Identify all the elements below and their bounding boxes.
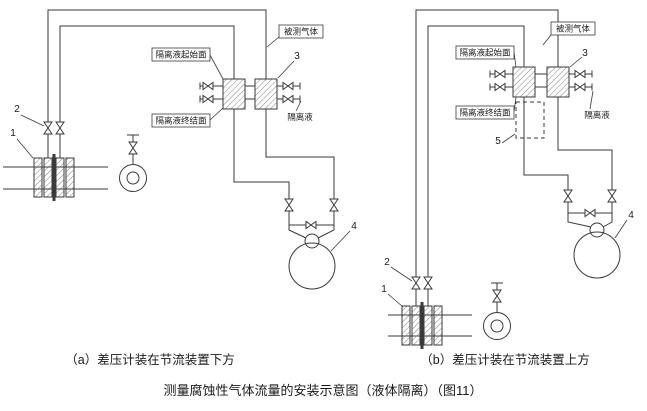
isolation-pot-b-left — [512, 66, 536, 98]
label-box — [151, 47, 211, 62]
part-number-2-b: 2 — [384, 257, 390, 268]
leader-line — [542, 34, 552, 46]
orifice-flange-assembly-a — [33, 154, 75, 201]
leader-line — [390, 266, 413, 282]
dp-gauge-b — [573, 222, 621, 279]
pot-valve-icons-a — [202, 81, 294, 104]
pipe-end-view-b — [483, 282, 511, 340]
root-valve-icon-a-right — [55, 121, 65, 135]
label-isolation-start-a: 隔离液起始面 — [155, 50, 207, 60]
part-number-1-b: 1 — [381, 284, 387, 295]
part-number-4-b: 4 — [628, 210, 634, 221]
leader-line — [614, 219, 628, 239]
label-box — [278, 24, 324, 39]
annotations-b: 隔离液起始面 隔离液终结面 被测气体 隔离液 1 2 3 4 5 — [381, 21, 634, 308]
label-measured-gas-a: 被测气体 — [284, 27, 319, 37]
caption-main: 测量腐蚀性气体流量的安装示意图（液体隔离）（图11） — [164, 383, 483, 398]
equalizing-valve-icon-b — [584, 208, 596, 218]
part-number-4-a: 4 — [351, 221, 357, 232]
label-box — [455, 105, 515, 120]
leader-line — [209, 54, 224, 80]
root-valve-icon-b-right — [423, 276, 433, 290]
leader-line — [209, 107, 224, 121]
part-number-5-b: 5 — [495, 136, 501, 147]
isolation-pot-a-left — [222, 78, 246, 110]
caption-diagram-a: （a）差压计装在节流装置下方 — [65, 352, 234, 367]
gauge-block-valve-icon-a-left — [284, 198, 294, 212]
leader-line — [16, 138, 34, 159]
orifice-plate-a — [52, 154, 56, 201]
leader-line — [589, 90, 594, 110]
annotations-a: 隔离液起始面 隔离液终结面 被测气体 隔离液 1 2 3 4 — [10, 24, 357, 252]
label-isolation-end-a: 隔离液终结面 — [155, 116, 207, 126]
impulse-line-low-b — [427, 25, 525, 306]
leader-line — [20, 114, 45, 127]
leader-line — [277, 60, 295, 79]
pot-side-lines-b — [489, 70, 593, 91]
vent-valve-icon-b — [492, 289, 502, 303]
label-isolation-liquid-b: 隔离液 — [584, 110, 610, 120]
label-isolation-liquid-a: 隔离液 — [287, 112, 313, 122]
leader-line — [501, 133, 516, 144]
label-isolation-start-b: 隔离液起始面 — [459, 48, 511, 58]
leader-line — [330, 230, 351, 252]
pipe-end-view-a — [119, 134, 147, 192]
label-measured-gas-b: 被测气体 — [556, 24, 591, 34]
diagram-b — [388, 9, 621, 349]
gauge-block-valve-icon-a-right — [329, 198, 339, 212]
leader-line — [266, 36, 280, 48]
leader-line — [295, 100, 302, 112]
isolation-pot-a-right — [254, 78, 278, 110]
gauge-block-valve-icon-b-left — [563, 189, 573, 203]
vent-valve-icon-a — [128, 141, 138, 155]
gauge-lines-a — [233, 109, 335, 239]
gauge-lines-b — [523, 97, 613, 228]
part-number-1-a: 1 — [10, 128, 16, 139]
impulse-line-high-b — [415, 9, 559, 306]
optional-pot-dashed-b — [515, 101, 545, 139]
pot-valve-icons-b — [494, 69, 586, 92]
part-number-3-b: 3 — [582, 48, 588, 59]
orifice-flange-assembly-b — [401, 302, 443, 349]
caption-diagram-b: （b）差压计装在节流装置上方 — [420, 352, 589, 367]
label-box — [455, 45, 515, 60]
label-isolation-end-b: 隔离液终结面 — [459, 108, 511, 118]
part-number-2-a: 2 — [14, 104, 20, 115]
leader-line — [387, 293, 404, 308]
root-valve-icon-a-left — [43, 121, 53, 135]
isolation-pot-b-right — [546, 66, 570, 98]
root-valve-icon-b-left — [411, 276, 421, 290]
leader-line — [569, 56, 583, 68]
impulse-line-low-a — [59, 25, 235, 158]
part-number-3-a: 3 — [294, 51, 300, 62]
impulse-line-high-a — [47, 9, 267, 158]
label-box — [550, 21, 596, 36]
orifice-plate-b — [420, 302, 424, 349]
gauge-block-valve-icon-b-right — [607, 189, 617, 203]
equalizing-valve-icon-a — [305, 220, 317, 230]
diagram-a — [3, 9, 339, 290]
label-box — [151, 113, 211, 128]
dp-gauge-a — [288, 233, 336, 290]
